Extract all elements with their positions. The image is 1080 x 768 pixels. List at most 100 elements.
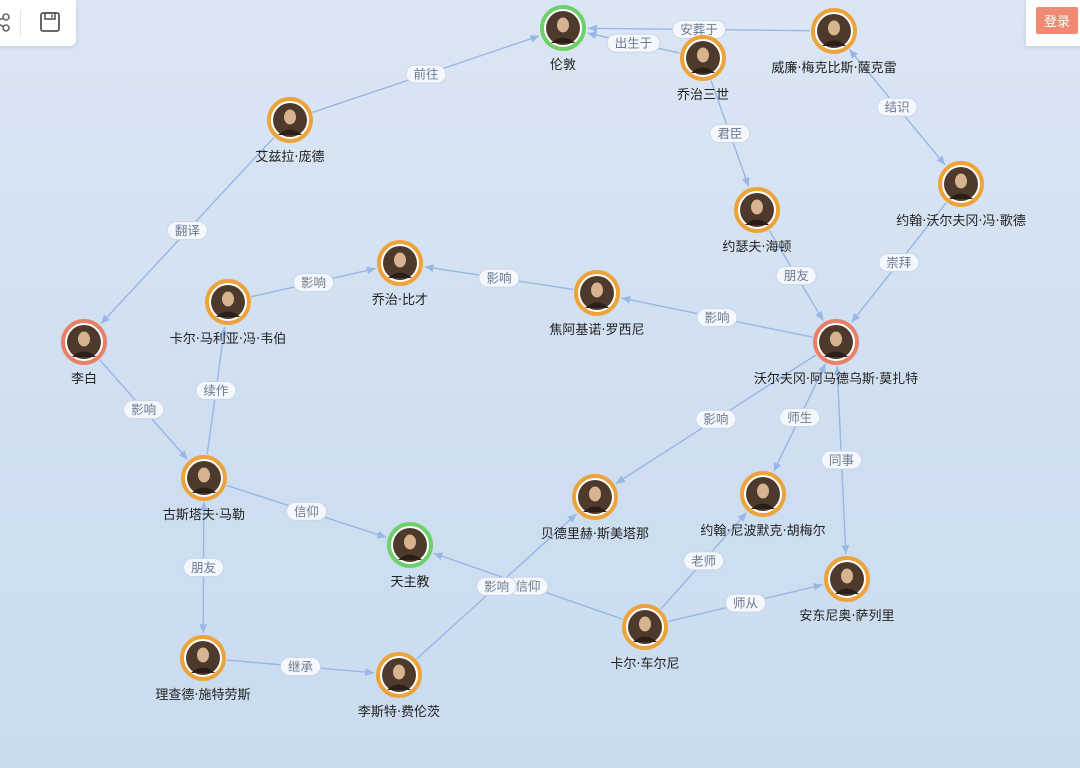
graph-node-strauss[interactable]: 理查德·施特劳斯 xyxy=(155,635,251,703)
portrait-body xyxy=(822,40,846,46)
edge-label-pill xyxy=(183,558,225,577)
edge-label[interactable]: 影响 xyxy=(123,400,165,420)
edge-label[interactable]: 续作 xyxy=(195,380,237,400)
edge-label-pill xyxy=(286,501,328,521)
portrait-body xyxy=(191,667,215,673)
portrait-face xyxy=(841,568,853,584)
edge-label-text: 崇拜 xyxy=(886,255,911,270)
node-label: 乔治·比才 xyxy=(372,293,428,308)
node-label: 李斯特·费伦茨 xyxy=(358,705,440,720)
portrait-face xyxy=(830,331,842,347)
graph-node-haydn[interactable]: 约瑟夫·海顿 xyxy=(722,187,792,255)
portrait-face xyxy=(828,20,840,36)
graph-node-smetana[interactable]: 贝德里赫·斯美塔那 xyxy=(541,474,649,542)
portrait-body xyxy=(585,302,609,308)
edge-label[interactable]: 崇拜 xyxy=(878,253,920,273)
edge-label[interactable]: 影响 xyxy=(696,308,738,328)
edge-label-text: 影响 xyxy=(301,275,326,290)
login-button[interactable]: 登录 xyxy=(1036,7,1079,34)
portrait-body xyxy=(398,554,422,560)
portrait-body xyxy=(633,636,657,642)
graph-node-pound[interactable]: 艾兹拉·庞德 xyxy=(255,97,325,165)
edge-label[interactable]: 君臣 xyxy=(709,124,751,144)
portrait-face xyxy=(394,252,406,268)
edge-label-text: 影响 xyxy=(486,271,511,286)
share-icon[interactable] xyxy=(0,8,14,36)
edge-label[interactable]: 师生 xyxy=(779,408,821,428)
toolbar xyxy=(0,0,76,46)
edge-label-text: 前往 xyxy=(414,67,439,82)
node-label: 古斯塔夫·马勒 xyxy=(163,508,245,523)
edge-label-pill xyxy=(696,308,738,328)
node-label: 卡尔·马利亚·冯·韦伯 xyxy=(170,332,286,347)
edge-label-pill xyxy=(779,408,821,428)
edge-label-pill xyxy=(820,450,862,470)
portrait-body xyxy=(388,272,412,278)
graph-node-weber[interactable]: 卡尔·马利亚·冯·韦伯 xyxy=(170,279,286,347)
graph-node-bizet[interactable]: 乔治·比才 xyxy=(372,240,428,308)
graph-node-london[interactable]: 伦敦 xyxy=(540,5,586,73)
edge-label[interactable]: 前往 xyxy=(405,64,447,84)
node-label: 安东尼奥·萨列里 xyxy=(799,609,894,624)
portrait-body xyxy=(72,351,96,357)
portrait-face xyxy=(955,173,967,189)
portrait-body xyxy=(691,67,715,73)
node-label: 李白 xyxy=(71,371,97,387)
portrait-body xyxy=(551,37,575,43)
graph-node-george3[interactable]: 乔治三世 xyxy=(677,35,729,103)
graph-node-hummel[interactable]: 约翰·尼波默克·胡梅尔 xyxy=(700,471,826,539)
graph-node-czerny[interactable]: 卡尔·车尔尼 xyxy=(610,604,680,672)
edge-label[interactable]: 翻译 xyxy=(166,221,208,241)
graph-node-salieri[interactable]: 安东尼奥·萨列里 xyxy=(799,556,895,624)
node-label: 贝德里赫·斯美塔那 xyxy=(541,527,649,542)
portrait-face xyxy=(393,664,405,680)
portrait-body xyxy=(216,311,240,317)
edge-label-text: 师从 xyxy=(733,596,758,611)
edge-label[interactable]: 朋友 xyxy=(183,558,225,577)
edge-label[interactable]: 影响 xyxy=(293,273,335,293)
edge-label-pill xyxy=(709,124,751,144)
edge-label[interactable]: 影响 xyxy=(695,409,737,429)
edge-label-text: 影响 xyxy=(131,402,156,417)
edge-label-text: 影响 xyxy=(484,579,509,594)
graph-node-rossini[interactable]: 焦阿基诺·罗西尼 xyxy=(549,270,645,338)
portrait-face xyxy=(404,534,416,550)
edge-label[interactable]: 同事 xyxy=(820,450,862,470)
edge-label[interactable]: 结识 xyxy=(876,97,918,117)
portrait-face xyxy=(557,17,569,33)
graph-node-goethe[interactable]: 约翰·沃尔夫冈·冯·歌德 xyxy=(896,161,1026,229)
portrait-face xyxy=(222,291,234,307)
graph-node-mahler[interactable]: 古斯塔夫·马勒 xyxy=(163,455,245,523)
graph-node-blake[interactable]: 威廉·梅克比斯·薩克雷 xyxy=(771,8,897,76)
graph-node-libai[interactable]: 李白 xyxy=(61,319,107,387)
edge-label-text: 朋友 xyxy=(191,560,216,575)
edge-label-pill xyxy=(166,221,208,241)
graph-node-liszt[interactable]: 李斯特·费伦茨 xyxy=(358,652,440,720)
edge-label[interactable]: 老师 xyxy=(683,551,725,571)
edge-label[interactable]: 出生于 xyxy=(606,33,661,53)
graph-node-catholic[interactable]: 天主教 xyxy=(387,522,433,590)
portrait-face xyxy=(78,331,90,347)
edge-label[interactable]: 师从 xyxy=(725,593,767,613)
edge-label[interactable]: 安葬于 xyxy=(671,20,726,40)
node-label: 沃尔夫冈·阿马德乌斯·莫扎特 xyxy=(754,371,918,387)
node-label: 约翰·沃尔夫冈·冯·歌德 xyxy=(896,214,1025,229)
edge-label[interactable]: 影响 xyxy=(478,268,520,288)
edge-label-pill xyxy=(478,268,520,288)
edge-label[interactable]: 朋友 xyxy=(775,266,817,286)
edge-label[interactable]: 继承 xyxy=(280,656,322,676)
node-label: 理查德·施特劳斯 xyxy=(155,687,250,703)
save-icon[interactable] xyxy=(36,8,64,36)
edge-label-pill xyxy=(878,253,920,273)
edge-label-pill xyxy=(405,64,447,84)
edge-label-pill xyxy=(876,97,918,117)
edge-label-text: 继承 xyxy=(288,659,314,674)
portrait-body xyxy=(835,588,859,594)
edge-label[interactable]: 影响 xyxy=(476,576,518,596)
portrait-body xyxy=(278,129,302,135)
graph-node-mozart[interactable]: 沃尔夫冈·阿马德乌斯·莫扎特 xyxy=(754,319,918,387)
edge-label-pill xyxy=(123,400,165,420)
edge-label[interactable]: 信仰 xyxy=(286,501,328,521)
